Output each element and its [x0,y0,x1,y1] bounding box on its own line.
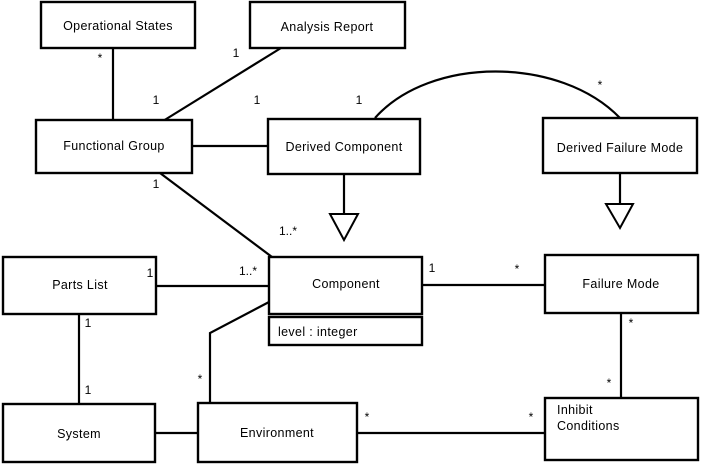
multiplicity-label: 1 [233,46,240,60]
multiplicity-label: * [598,78,603,92]
multiplicity-label: 1 [85,316,92,330]
class-box-inhibit-conditions [543,396,700,462]
multiplicity-label: 1..* [239,264,257,278]
multiplicity-label: * [607,376,612,390]
association-analysis-report-functional-group[interactable] [162,47,282,122]
class-box-operational-states [39,0,197,50]
class-node-analysis-report[interactable]: Analysis Report [248,0,407,50]
multiplicity-label: 1 [429,261,436,275]
association-component-environment[interactable] [208,301,270,403]
class-box-parts-list [1,255,158,316]
class-box-component [267,255,424,316]
class-node-system[interactable]: System [1,402,157,464]
multiplicity-label: * [98,51,103,65]
generalization-derived-component-component[interactable] [328,174,360,243]
class-node-derived-component[interactable]: Derived Component [266,117,422,176]
class-name-system: System [57,427,101,441]
class-node-derived-failure-mode[interactable]: Derived Failure Mode [541,116,699,175]
class-box-analysis-report [248,0,407,50]
class-name-line: Conditions [557,419,620,433]
class-name-derived-failure-mode: Derived Failure Mode [557,141,684,155]
multiplicity-label: 1 [153,177,160,191]
class-name-derived-component: Derived Component [285,140,402,154]
class-name-functional-group: Functional Group [63,139,165,153]
generalization-arrow-icon [604,203,635,231]
class-node-environment[interactable]: Environment [196,401,359,464]
multiplicity-label: 1 [153,93,160,107]
class-node-parts-list[interactable]: Parts List [1,255,158,316]
association-functional-group-component[interactable] [159,172,273,258]
generalization-layer [328,173,635,243]
class-name-component: Component [312,277,380,291]
class-name-line: Inhibit [557,403,593,417]
multiplicity-label: * [365,410,370,424]
multiplicity-label: 1 [85,383,92,397]
class-name-parts-list: Parts List [52,278,108,292]
class-box-system [1,402,157,464]
multiplicity-label: * [629,316,634,330]
multiplicity-label: * [198,372,203,386]
class-box-failure-mode [543,253,700,315]
class-node-operational-states[interactable]: Operational States [39,0,197,50]
generalization-arrow-icon [328,213,360,243]
class-node-component[interactable]: Component level : integer [267,255,424,347]
class-name-analysis-report: Analysis Report [281,20,374,34]
class-name-environment: Environment [240,426,314,440]
class-node-functional-group[interactable]: Functional Group [34,118,194,175]
multiplicity-label: 1 [147,266,154,280]
multiplicity-label: 1..* [279,224,297,238]
attribute-box-component-level [267,315,424,347]
generalization-derived-failure-mode-failure-mode[interactable] [604,173,635,231]
multiplicity-label: * [529,410,534,424]
attribute-text-component-level: level : integer [278,325,358,339]
class-name-operational-states: Operational States [63,19,173,33]
multiplicity-label: 1 [356,93,363,107]
multiplicity-label: * [515,262,520,276]
class-box-derived-failure-mode [541,116,699,175]
association-derived-component-derived-failure-mode[interactable] [374,70,621,119]
multiplicity-label: 1 [254,93,261,107]
association-layer [77,47,623,435]
class-box-environment [196,401,359,464]
multiplicity-layer: * 1 1 1 1 * 1 1..* 1 1..* 1 * * * 1 1 * * * [85,46,634,424]
class-name-failure-mode: Failure Mode [582,277,659,291]
class-box-functional-group [34,118,194,175]
class-box-derived-component [266,117,422,176]
class-node-failure-mode[interactable]: Failure Mode [543,253,700,315]
